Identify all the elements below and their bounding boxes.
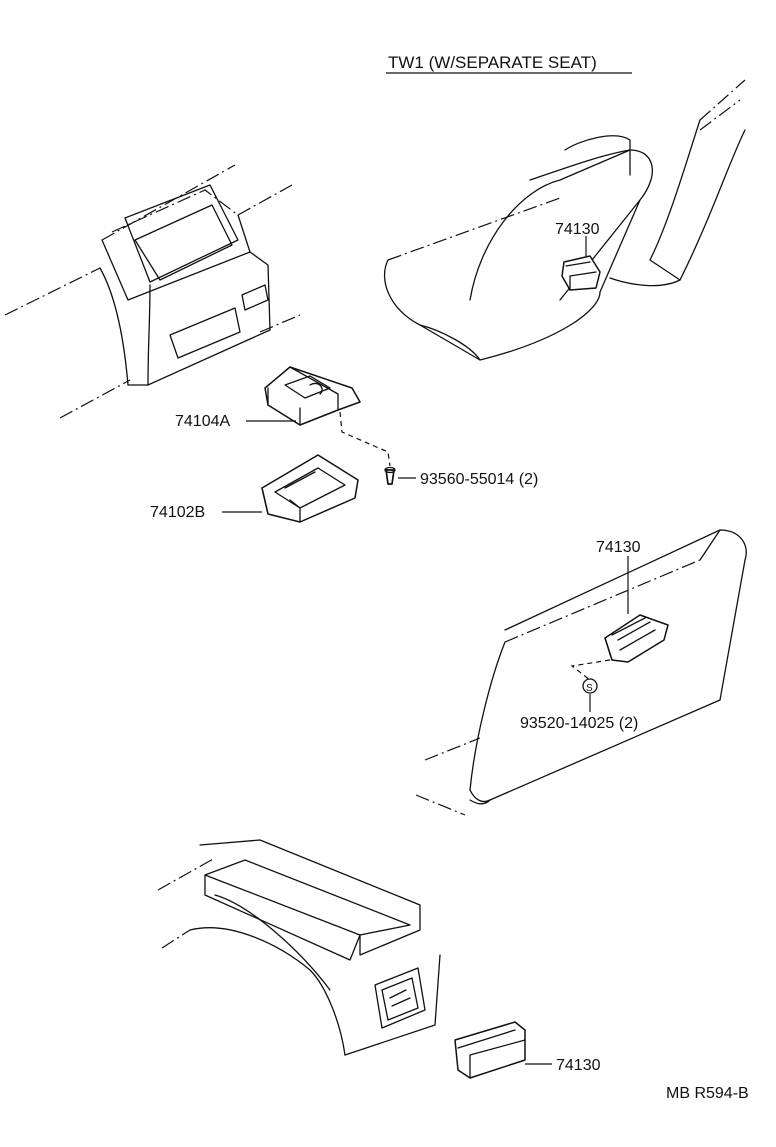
front-seat-drawing	[383, 79, 746, 361]
rear-seat-drawing	[415, 529, 747, 816]
ashtray-inner-part-74102B	[261, 454, 359, 523]
s-mark-icon	[582, 678, 598, 694]
holder-screw-link	[339, 411, 391, 467]
rear-screw-link	[570, 659, 611, 681]
console-ashtray-part	[454, 1021, 526, 1079]
holder-part-74104A	[264, 366, 361, 426]
seat-ashtray-label: 74130	[555, 221, 600, 238]
rear-ashtray-part	[604, 614, 669, 663]
console-drawing	[157, 839, 441, 1056]
rear-screw-label: 93520-14025 (2)	[520, 715, 638, 732]
rear-ashtray-label: 74130	[596, 539, 641, 556]
reference-code: MB R594-B	[666, 1085, 749, 1102]
screw-part	[384, 466, 396, 485]
ashtray-inner-label: 74102B	[150, 504, 205, 521]
screw-label: 93560-55014 (2)	[420, 471, 538, 488]
seat-ashtray-part	[561, 255, 601, 291]
instrument-panel-drawing	[4, 164, 301, 419]
s-mark-text: S	[586, 683, 593, 694]
console-ashtray-label: 74130	[556, 1057, 601, 1074]
holder-label: 74104A	[175, 413, 230, 430]
diagram-title: TW1 (W/SEPARATE SEAT)	[388, 53, 597, 72]
